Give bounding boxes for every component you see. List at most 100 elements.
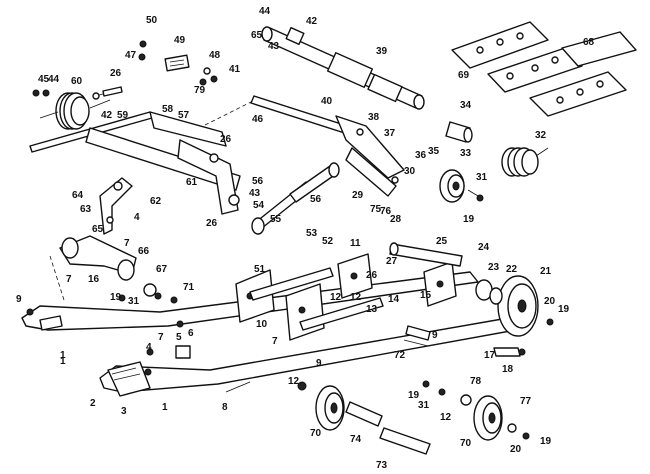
callout: 50 xyxy=(146,15,158,26)
callout: 19 xyxy=(463,214,475,225)
callout: 51 xyxy=(254,264,266,275)
callout: 18 xyxy=(502,364,514,375)
bushing-34 xyxy=(445,121,473,143)
callout: 10 xyxy=(256,319,268,330)
callout: 75 xyxy=(370,204,382,215)
callout: 20 xyxy=(510,444,522,455)
callout: 79 xyxy=(194,85,206,96)
callout: 19 xyxy=(540,436,552,447)
torsion-spring-right xyxy=(501,147,549,177)
callout: 30 xyxy=(404,166,416,177)
callout: 64 xyxy=(72,190,84,201)
callout: 54 xyxy=(253,200,265,211)
callout: 78 xyxy=(470,376,482,387)
callout: 46 xyxy=(252,114,264,125)
callout: 49 xyxy=(174,35,186,46)
callout: 12 xyxy=(288,376,300,387)
front-arm-pivot xyxy=(59,235,162,300)
callout: 38 xyxy=(368,112,380,123)
callout: 70 xyxy=(460,438,472,449)
callout: 53 xyxy=(306,228,318,239)
callout: 9 xyxy=(432,330,438,341)
callout: 31 xyxy=(476,172,488,183)
callout: 12 xyxy=(350,292,362,303)
callout-labels: 50 47 49 48 41 79 44 65 43 42 39 68 69 4… xyxy=(16,6,595,471)
callout: 15 xyxy=(420,290,432,301)
callout: 41 xyxy=(229,64,241,75)
callout: 59 xyxy=(117,110,129,121)
callout: 65 xyxy=(251,30,263,41)
callout: 37 xyxy=(384,128,396,139)
cross-shafts xyxy=(249,242,463,331)
callout: 20 xyxy=(544,296,556,307)
callout: 28 xyxy=(390,214,402,225)
callout: 4 xyxy=(146,342,152,353)
callout: 33 xyxy=(460,148,472,159)
callout: 1 xyxy=(60,350,66,361)
slide-rail-lower xyxy=(99,317,517,397)
top-bolts xyxy=(32,40,218,97)
callout: 52 xyxy=(322,236,334,247)
callout: 47 xyxy=(125,50,137,61)
callout: 19 xyxy=(110,292,122,303)
callout: 2 xyxy=(90,398,96,409)
callout: 22 xyxy=(506,264,518,275)
callout: 42 xyxy=(306,16,318,27)
rear-shock xyxy=(251,162,340,235)
callout: 13 xyxy=(366,304,378,315)
callout: 8 xyxy=(222,402,228,413)
callout: 71 xyxy=(183,282,195,293)
callout: 1 xyxy=(60,356,66,367)
callout: 44 xyxy=(48,74,60,85)
callout: 32 xyxy=(535,130,547,141)
small-parts-left xyxy=(26,294,251,393)
track-clips xyxy=(451,21,637,117)
callout: 7 xyxy=(66,274,72,285)
idler-wheel-33 xyxy=(439,169,484,203)
shock-mount xyxy=(99,177,133,235)
callout: 63 xyxy=(80,204,92,215)
callout: 27 xyxy=(386,256,398,267)
callout: 43 xyxy=(268,41,280,52)
callout: 36 xyxy=(415,150,427,161)
callout: 35 xyxy=(428,146,440,157)
callout: 58 xyxy=(162,104,174,115)
callout: 31 xyxy=(418,400,430,411)
callout: 55 xyxy=(270,214,282,225)
callout: 65 xyxy=(92,224,104,235)
callout: 26 xyxy=(366,270,378,281)
callout: 4 xyxy=(134,212,140,223)
callout: 6 xyxy=(188,328,194,339)
rear-arm-shaft xyxy=(261,26,425,110)
callout: 29 xyxy=(352,190,364,201)
callout: 43 xyxy=(249,188,261,199)
callout: 42 xyxy=(101,110,113,121)
callout: 19 xyxy=(558,304,570,315)
callout: 25 xyxy=(436,236,448,247)
callout: 77 xyxy=(520,396,532,407)
callout: 23 xyxy=(488,262,500,273)
callout: 48 xyxy=(209,50,221,61)
callout: 7 xyxy=(124,238,130,249)
callout: 34 xyxy=(460,100,472,111)
callout: 70 xyxy=(310,428,322,439)
callout: 24 xyxy=(478,242,490,253)
callout: 14 xyxy=(388,294,400,305)
callout: 44 xyxy=(259,6,271,17)
callout: 74 xyxy=(350,434,362,445)
lower-axle-tubes xyxy=(345,325,446,455)
callout: 9 xyxy=(16,294,22,305)
callout: 57 xyxy=(178,110,190,121)
callout: 26 xyxy=(206,218,218,229)
callout: 45 xyxy=(38,74,50,85)
callout: 56 xyxy=(310,194,322,205)
rear-wheel-21 xyxy=(475,275,554,337)
callout: 39 xyxy=(376,46,388,57)
callout: 26 xyxy=(220,134,232,145)
callout: 72 xyxy=(394,350,406,361)
callout: 67 xyxy=(156,264,168,275)
callout: 16 xyxy=(88,274,100,285)
callout: 3 xyxy=(121,406,127,417)
callout: 9 xyxy=(316,358,322,369)
